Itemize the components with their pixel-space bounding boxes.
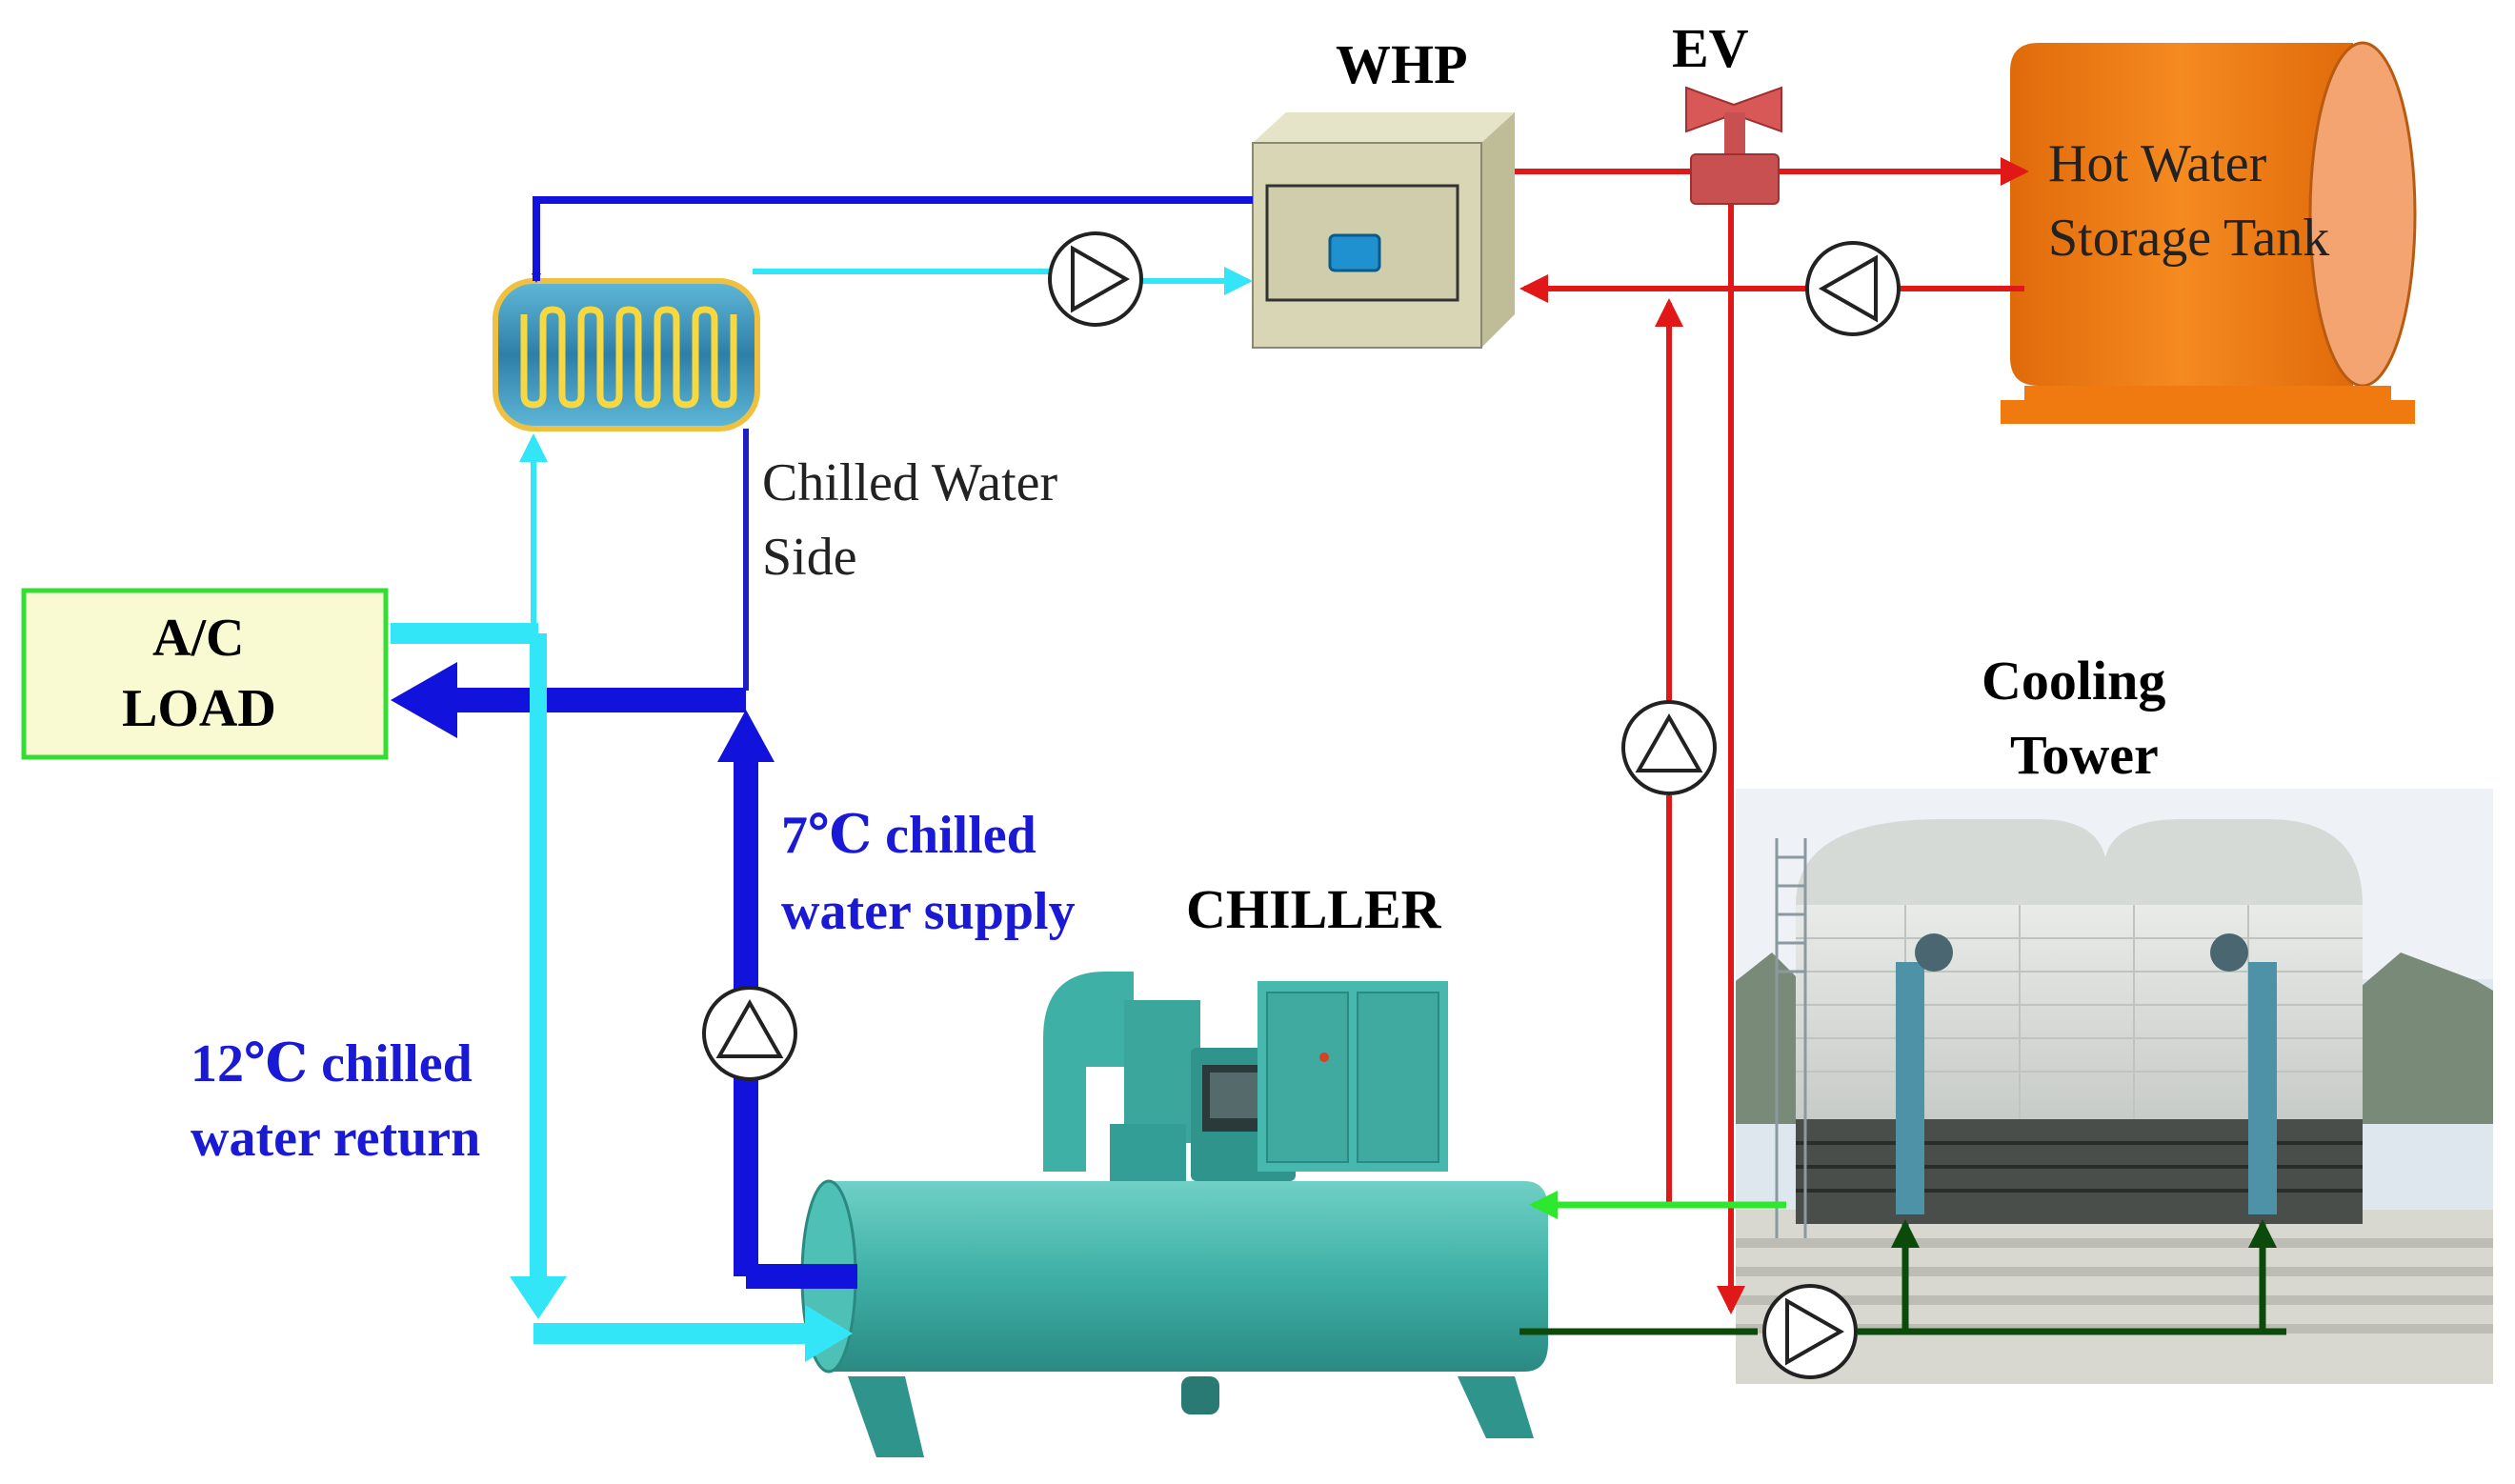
cooling-tower-image: [1736, 789, 2493, 1384]
hot-water-pipes: [1515, 157, 2029, 1314]
pump-icon: [702, 986, 797, 1081]
ac-load-label-line1: A/C: [152, 609, 245, 668]
hot-water-storage-tank: [2001, 41, 2417, 424]
chilled-water-side-label-line1: Chilled Water: [762, 453, 1058, 512]
whp-label: WHP: [1336, 33, 1468, 95]
cooling-tower-label-line1: Cooling: [1982, 650, 2166, 712]
cooling-tower-label-line2: Tower: [2010, 724, 2159, 786]
pump-icon: [1762, 1284, 1858, 1379]
pump-icon: [1805, 241, 1901, 336]
ev-label: EV: [1672, 17, 1749, 79]
return-label-line1: 12℃ chilled: [191, 1034, 473, 1093]
pump-icon: [1621, 700, 1717, 795]
ac-load-box: [21, 588, 389, 760]
heat-exchanger: [493, 278, 760, 431]
chiller-image: [800, 972, 1548, 1457]
chiller-label: CHILLER: [1186, 878, 1441, 940]
tank-label-line2: Storage Tank: [2048, 209, 2330, 268]
pump-icon: [1048, 231, 1143, 327]
condenser-water-pipes: [1519, 1191, 2286, 1335]
supply-label-line1: 7℃ chilled: [781, 806, 1036, 865]
supply-label-line2: water supply: [781, 882, 1076, 941]
whp-unit: [1252, 112, 1515, 349]
chilled-water-return-pipes: [391, 267, 1253, 1362]
return-label-line2: water return: [191, 1109, 481, 1168]
ac-load-label-line2: LOAD: [122, 679, 276, 738]
tank-label-line1: Hot Water: [2048, 134, 2267, 193]
expansion-valve-icon: [1685, 86, 1782, 205]
chilled-water-side-label-line2: Side: [762, 528, 857, 587]
